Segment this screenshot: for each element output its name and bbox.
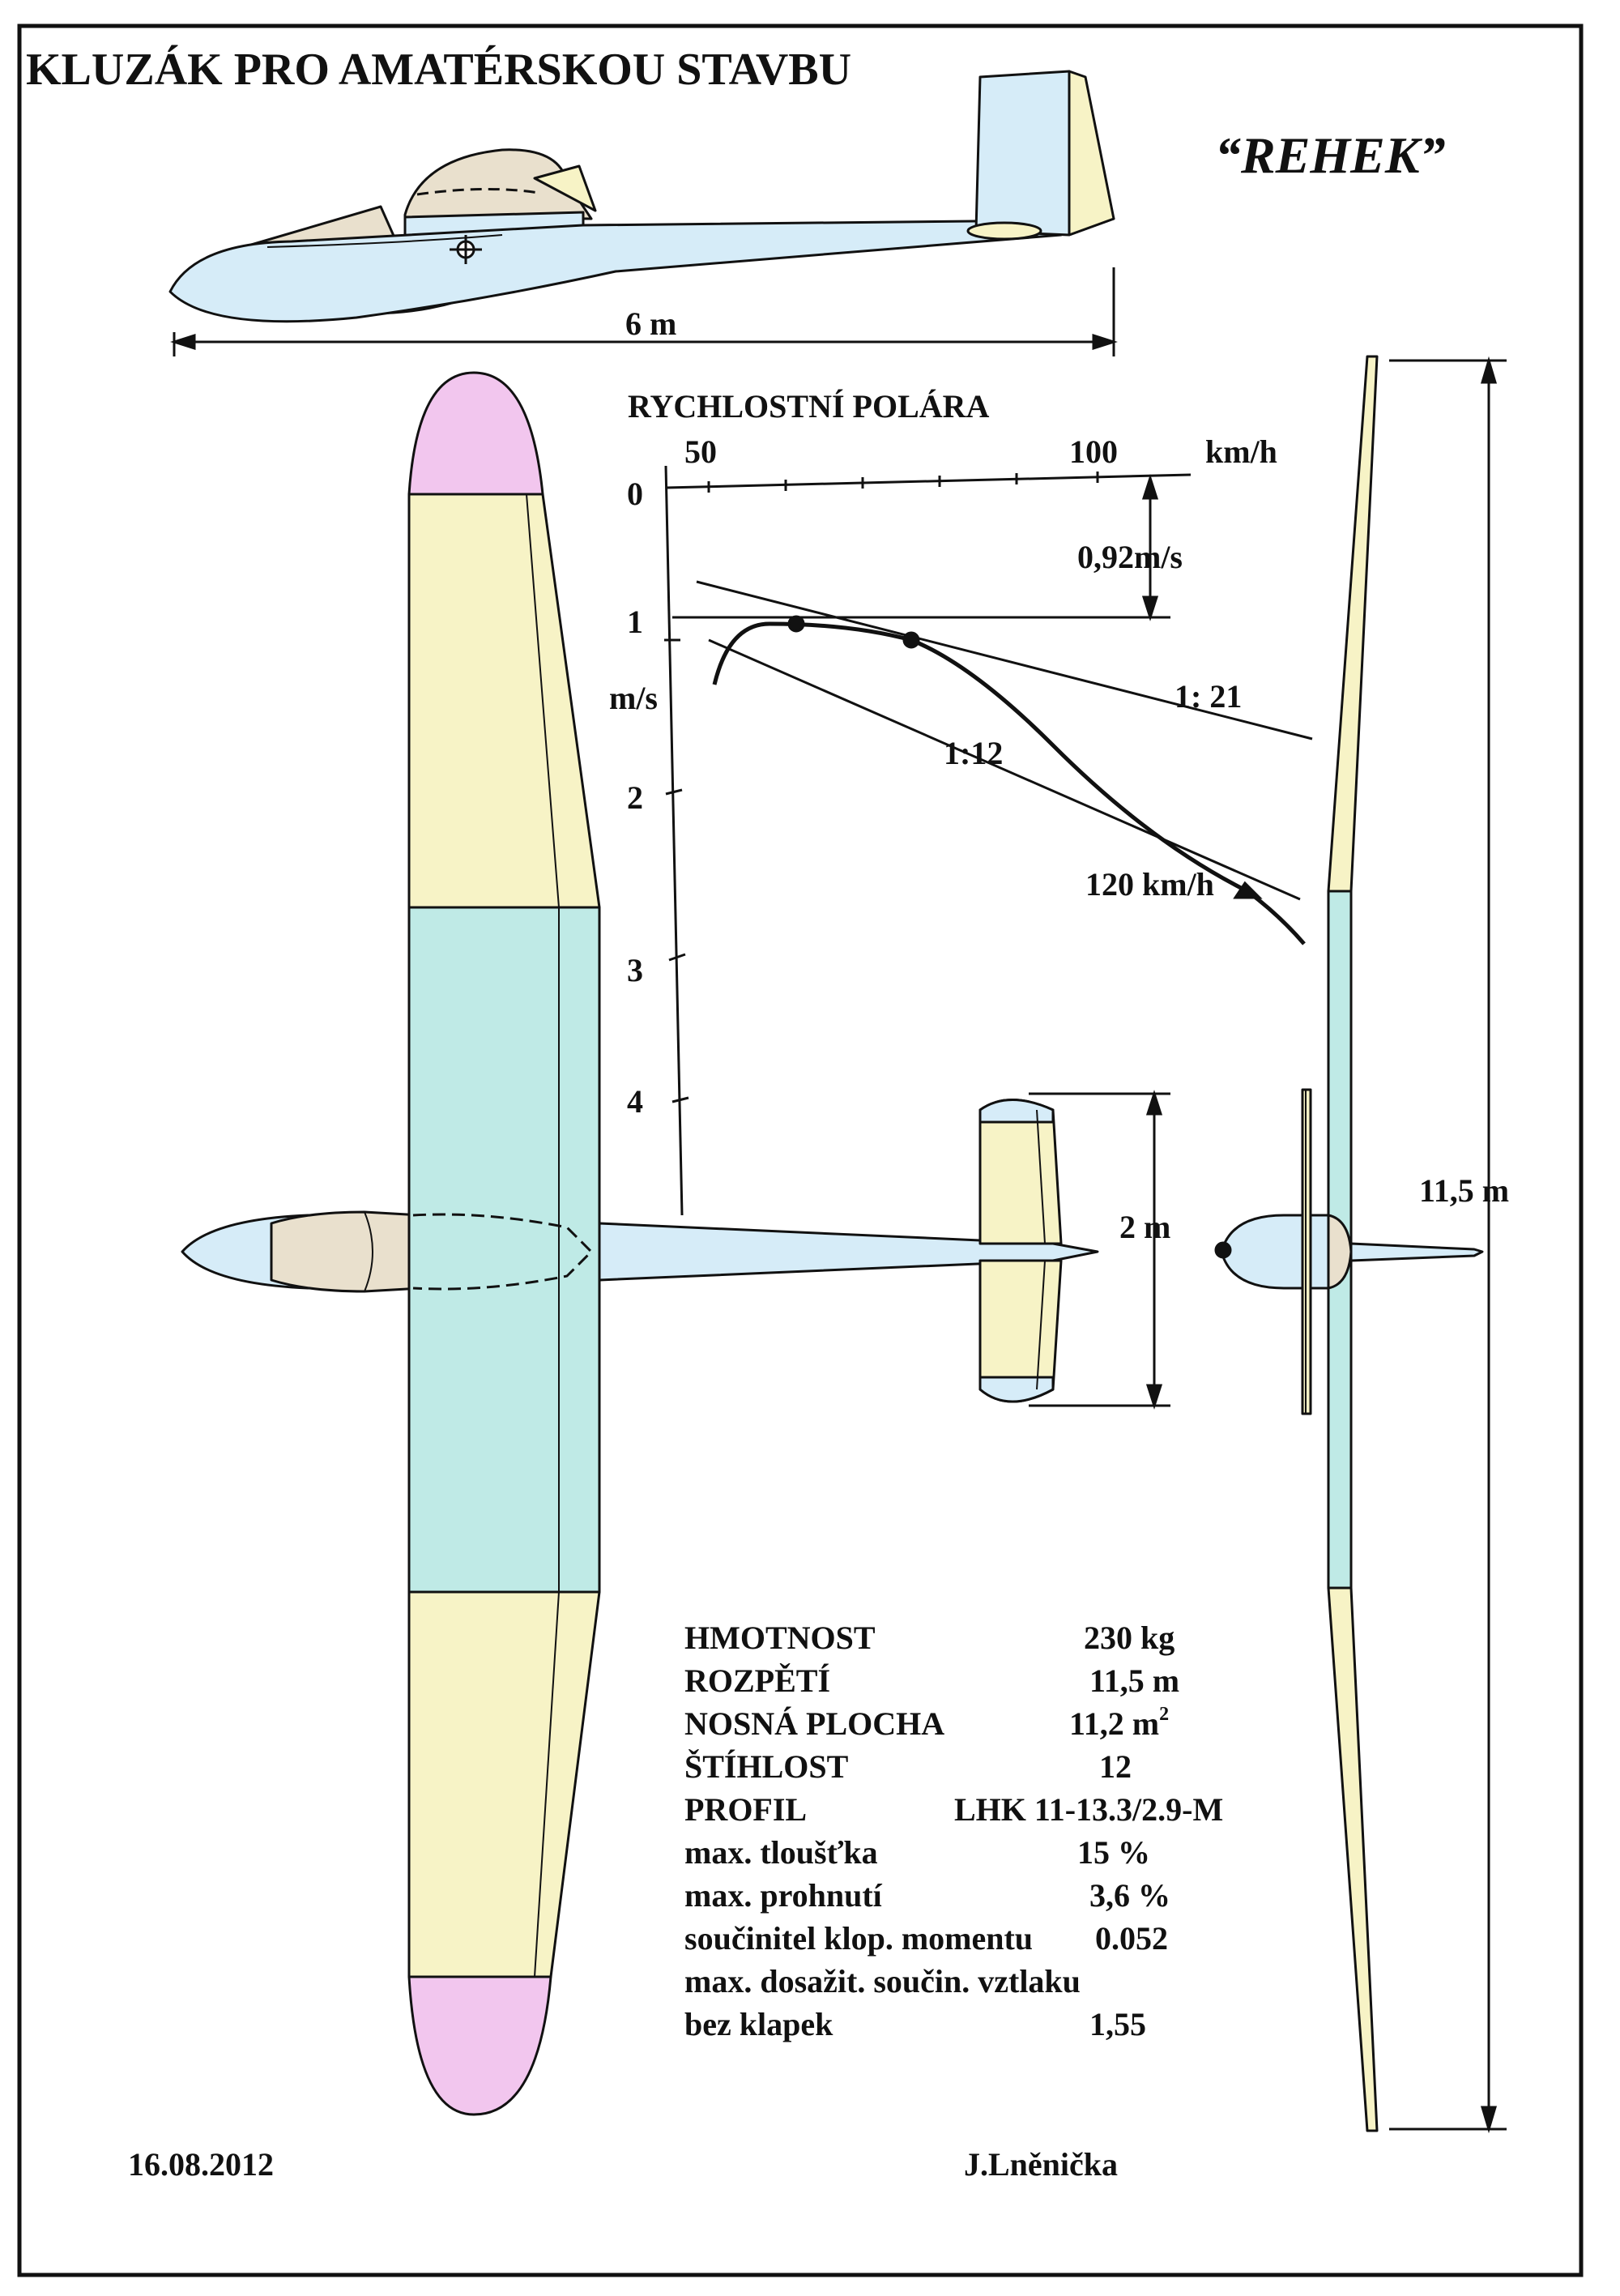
top-view-wing-center [407,906,601,1594]
polar-y-tick-1: 1 [627,604,643,640]
polar-point-best-glide [902,631,920,649]
spec-label-thickness: max. tloušťka [684,1834,878,1871]
spec-label-span: ROZPĚTÍ [684,1662,831,1699]
polar-y-tick-4: 4 [627,1083,643,1120]
top-view-wing-outer-lower [407,1590,601,1978]
polar-y-axis [664,465,684,1216]
side-view-rudder [1068,70,1115,237]
polar-speed-label: 120 km/h [1085,866,1214,903]
footer-date: 16.08.2012 [128,2146,274,2183]
spec-value-profile: LHK 11-13.3/2.9-M [954,1791,1224,1828]
polar-y-tick-2: 2 [627,779,643,816]
polar-x-unit: km/h [1205,433,1277,470]
polar-chart [664,465,1313,1216]
top-view-wing-tip-upper [407,371,544,496]
spec-label-max-lift: max. dosažit. součin. vztlaku [684,1963,1081,1999]
polar-x-tick-100: 100 [1069,433,1118,470]
front-view-tailboom [1349,1242,1484,1262]
tail-span-label: 2 m [1119,1209,1171,1245]
side-view-tailplane [966,221,1042,241]
spec-label-mass: HMOTNOST [684,1620,876,1656]
front-view [1214,355,1484,2132]
polar-point-120kmh [1233,881,1263,899]
side-view [168,70,1115,323]
polar-x-axis [665,473,1192,489]
spec-label-aspect: ŠTÍHLOST [684,1748,849,1785]
spec-value-moment: 0.052 [1095,1920,1168,1957]
spec-value-camber: 3,6 % [1089,1877,1170,1914]
spec-value-span: 11,5 m [1089,1662,1180,1699]
polar-curve [712,621,1306,945]
polar-y-unit: m/s [609,680,658,716]
spec-label-moment: součinitel klop. momentu [684,1920,1034,1957]
polar-x-tick-50: 50 [684,433,717,470]
spec-label-camber: max. prohnutí [684,1877,882,1914]
top-view-wing-tip-lower [407,1975,552,2116]
length-label: 6 m [625,305,677,342]
polar-x-ticks [707,472,1099,493]
length-dimension [170,267,1118,356]
footer-author: J.Lněnička [964,2146,1119,2183]
polar-glide-best-label: 1: 21 [1174,678,1243,715]
polar-tangent-best-glide [696,580,1313,740]
polar-glide-fast-label: 1:12 [944,735,1004,771]
top-view [181,371,1099,2116]
polar-tangent-fast-glide [708,638,1301,901]
drawing-title: KLUZÁK PRO AMATÉRSKOU STAVBU [26,45,852,95]
glider-name: “REHEK” [1215,126,1446,184]
spec-value-thickness: 15 % [1077,1834,1150,1871]
side-view-fuselage [168,219,1063,323]
polar-y-ticks [664,638,689,1103]
front-view-fuselage [1220,1214,1330,1290]
frame-border [17,23,1584,2277]
spec-label-no-flaps: bez klapek [684,2006,833,2042]
spec-label-profile: PROFIL [684,1791,808,1828]
tail-span-dimension [1029,1090,1170,1410]
polar-y-tick-3: 3 [627,952,643,988]
wingspan-dimension [1389,356,1507,2134]
front-view-wing-lower [1327,1586,1379,2132]
side-view-canopy-frame [533,164,597,212]
polar-min-sink-label: 0,92m/s [1077,539,1183,575]
wingspan-label: 11,5 m [1419,1172,1510,1209]
polar-y-tick-0: 0 [627,476,643,512]
front-view-wing-upper [1327,355,1379,893]
top-view-wing-outer-upper [407,493,601,909]
spec-value-no-flaps: 1,55 [1089,2006,1146,2042]
polar-title: RYCHLOSTNÍ POLÁRA [628,388,990,425]
spec-value-mass: 230 kg [1084,1620,1175,1656]
spec-value-area: 11,2 m2 [1069,1704,1170,1742]
top-view-cockpit-outline [412,1213,593,1291]
spec-value-aspect: 12 [1099,1748,1132,1785]
top-view-canopy [270,1210,423,1293]
spec-label-area: NOSNÁ PLOCHA [684,1705,945,1742]
spec-value-area-exponent: 2 [1159,1704,1170,1725]
polar-point-min-sink [787,615,805,633]
